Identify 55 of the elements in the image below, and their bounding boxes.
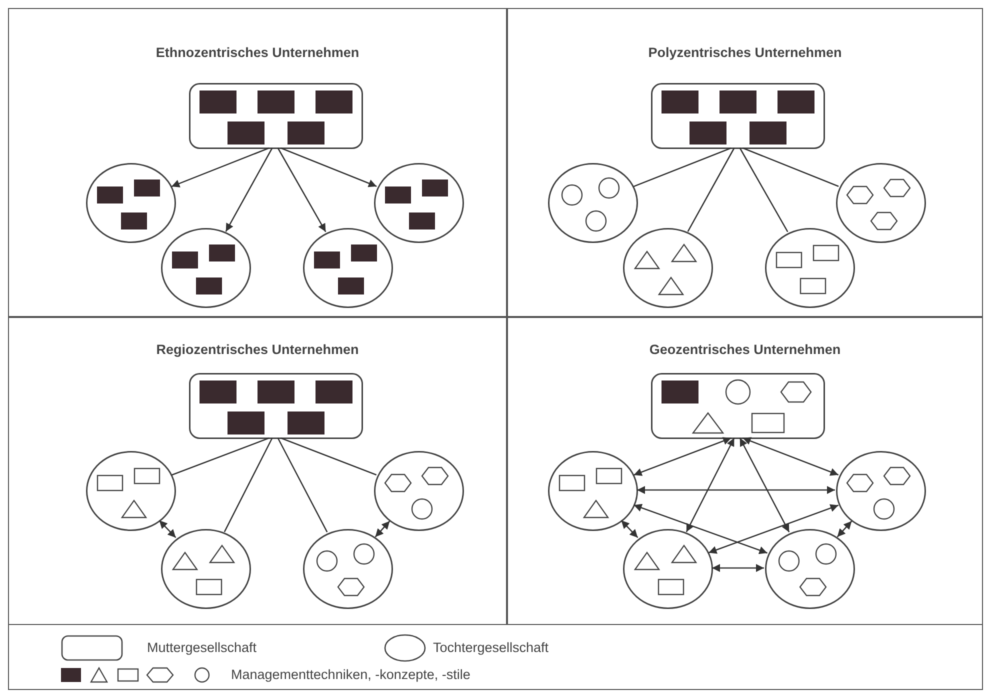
subsidiary-ellipse: [374, 163, 464, 243]
legend-label: Muttergesellschaft: [147, 640, 257, 655]
double-arrow: [836, 520, 852, 538]
subsidiary-ellipse: [86, 163, 176, 243]
double-arrow: [712, 564, 764, 572]
parent-company-box: [189, 83, 363, 149]
connector-line: [687, 148, 735, 232]
double-arrow: [686, 438, 735, 532]
parent-company-box: [651, 83, 825, 149]
double-arrow: [620, 520, 638, 538]
parent-company-box: [651, 373, 825, 439]
subsidiary-ellipse: [765, 529, 855, 609]
double-arrow: [374, 520, 390, 538]
panel-title: Ethnozentrisches Unternehmen: [154, 45, 360, 60]
subsidiary-ellipse: [374, 451, 464, 531]
connector-line: [739, 148, 788, 232]
quadrant-panel: [8, 8, 507, 317]
quadrant-panel: [507, 317, 983, 625]
arrow: [280, 147, 377, 188]
subsidiary-ellipse: [161, 228, 251, 308]
double-arrow: [742, 437, 839, 476]
quadrant-panel: [507, 8, 983, 317]
subsidiary-ellipse: [303, 529, 393, 609]
connector-line: [280, 437, 377, 476]
subsidiary-ellipse: [836, 451, 926, 531]
double-arrow: [634, 437, 732, 476]
connector-line: [224, 438, 273, 532]
panel-title: Geozentrisches Unternehmen: [648, 342, 842, 357]
subsidiary-ellipse: [765, 228, 855, 308]
double-arrow: [634, 504, 768, 554]
double-arrow: [739, 438, 790, 532]
legend-label: Tochtergesellschaft: [433, 640, 549, 655]
legend-label: Managementtechniken, -konzepte, -stile: [231, 667, 470, 682]
arrow: [225, 148, 273, 232]
connector-line: [742, 147, 839, 187]
double-arrow: [708, 504, 839, 554]
arrow: [171, 147, 270, 188]
subsidiary-ellipse: [623, 529, 713, 609]
subsidiary-ellipse: [161, 529, 251, 609]
double-arrow: [158, 520, 176, 538]
subsidiary-ellipse: [836, 163, 926, 243]
subsidiary-ellipse: [623, 228, 713, 308]
subsidiary-ellipse: [548, 451, 638, 531]
subsidiary-ellipse: [86, 451, 176, 531]
subsidiary-ellipse: [303, 228, 393, 308]
connector-line: [633, 147, 732, 188]
quadrant-panel: [8, 317, 507, 625]
connector-line: [172, 437, 270, 476]
arrow: [277, 148, 326, 232]
panel-title: Regiozentrisches Unternehmen: [155, 342, 360, 357]
connector-line: [277, 438, 328, 532]
panel-title: Polyzentrisches Unternehmen: [647, 45, 843, 60]
subsidiary-ellipse: [548, 163, 638, 243]
parent-company-box: [189, 373, 363, 439]
double-arrow: [637, 486, 835, 494]
